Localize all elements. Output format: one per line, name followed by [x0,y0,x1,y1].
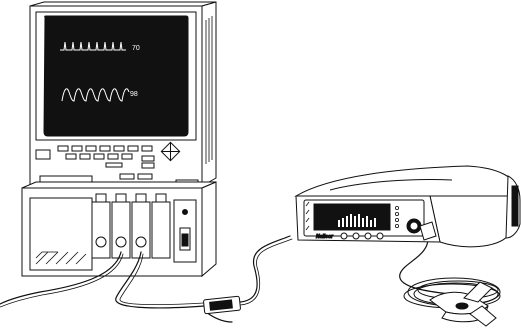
screen-surface [44,16,188,136]
module-1-latch [96,194,106,202]
monitor-key-4[interactable] [100,146,110,151]
monitor-key-15[interactable] [106,163,122,167]
module-1-port[interactable] [96,237,106,247]
cable-adapter-to-pod [240,236,290,302]
monitor-screen: 70 98 [44,16,188,136]
pod-button-1[interactable] [341,233,347,239]
module-4-latch [156,194,166,202]
module-2[interactable] [112,194,130,258]
pod-right-side [430,196,510,247]
pod-button-3[interactable] [365,233,371,239]
rack-indicator-led [183,210,188,215]
module-3[interactable] [132,194,150,258]
monitor-key-14[interactable] [142,163,154,168]
pod-end-grip [512,186,518,226]
pod-display-label: 95% [348,207,355,211]
module-1[interactable] [92,194,110,258]
monitor-key-10[interactable] [94,154,104,159]
rack-switch-toggle[interactable] [182,234,188,246]
spo2-value: 98 [130,91,138,98]
cable-adapter-to-pod-edge [240,239,292,305]
monitor-base-strip-left [40,176,92,182]
monitor-key-12[interactable] [122,154,132,159]
monitor-key-5[interactable] [114,146,124,151]
rack-top-face [22,182,216,188]
module-rack [22,182,216,276]
module-4[interactable] [152,194,170,258]
monitor-key-6[interactable] [128,146,138,151]
module-3-port[interactable] [136,237,146,247]
monitor-top-face [30,2,216,6]
pod-brand-label: Nellcor [316,234,334,240]
monitor-base-slot-2 [138,174,152,179]
monitor-key-8[interactable] [66,154,76,159]
heart-rate-value: 70 [132,45,140,52]
monitor-key-13[interactable] [142,156,154,161]
monitor-key-7[interactable] [142,146,152,151]
sensor-window [456,303,468,309]
monitor-key-3[interactable] [86,146,96,151]
power-button[interactable] [36,150,50,159]
module-3-latch [136,194,146,202]
rack-side-face [202,182,216,276]
monitor-base-slot-1 [120,174,134,179]
cable-adapter [203,296,240,314]
pod-button-4[interactable] [377,233,383,239]
monitor-key-11[interactable] [108,154,118,159]
pod-top-shell [296,166,516,196]
pod-sensor-port-inner [411,223,417,229]
monitor-key-9[interactable] [80,154,90,159]
pulse-oximeter-pod: 95% Nellcor [296,166,520,247]
pod-button-2[interactable] [353,233,359,239]
monitor-key-1[interactable] [58,146,68,151]
monitor-key-2[interactable] [72,146,82,151]
module-2-latch [116,194,126,202]
module-2-port[interactable] [116,237,126,247]
